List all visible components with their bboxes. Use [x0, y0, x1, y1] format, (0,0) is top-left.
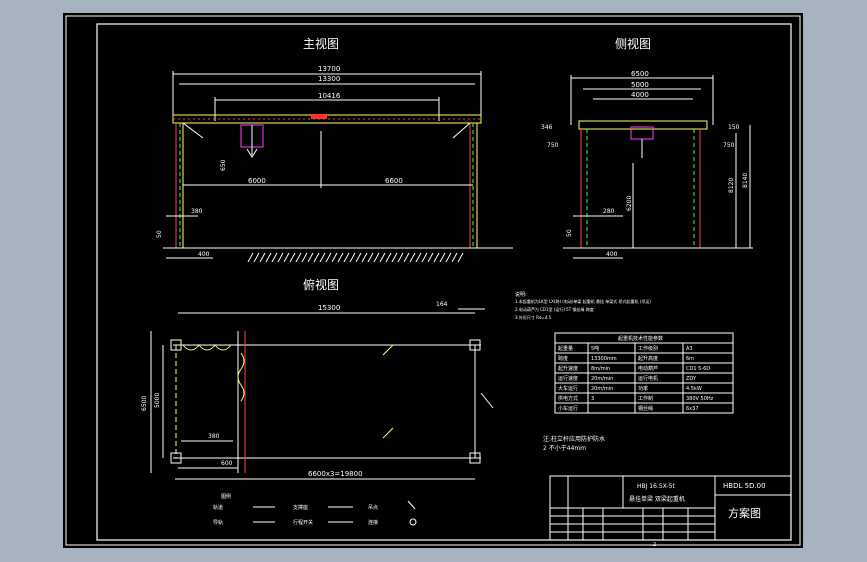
- spec-r2-c0: 起升速度: [558, 365, 578, 372]
- spec-r0-c1: 5吨: [591, 345, 599, 352]
- spec-r2-c2: 电动葫芦: [638, 365, 658, 372]
- notes: 说明: 1.本起重机为LK型 LX(跨) (电动)单梁 起重机 悬挂 单梁式 桥…: [515, 291, 651, 452]
- front-dim-bottom-offset: 380: [191, 208, 203, 215]
- spec-r4-c3: 4.5kW: [686, 386, 702, 392]
- side-dim-left-a: 346: [541, 124, 553, 131]
- top-dim-height-inner: 5000: [154, 393, 161, 408]
- spec-r5-c2: 工作制: [638, 395, 653, 402]
- top-dim-span: 15300: [318, 304, 340, 312]
- side-dim-height-b: 8120: [728, 178, 735, 193]
- cad-viewport[interactable]: 主视图 13700 13300 10416 650 6000: [63, 13, 803, 548]
- front-view: 13700 13300 10416 650 6000 6600 380 50: [156, 65, 513, 263]
- legend-item-0: 轨道: [213, 504, 223, 511]
- side-dim-top1: 6500: [631, 70, 649, 78]
- title-name-line1: HBJ 16.5X-5t: [637, 483, 675, 490]
- side-dim-small: 50: [566, 229, 573, 237]
- side-dim-lower-a: 280: [603, 208, 615, 215]
- side-dim-right-b: 750: [723, 142, 735, 149]
- side-dim-left-b: 750: [547, 142, 559, 149]
- top-view-title: 俯视图: [303, 277, 339, 292]
- notes-heading: 说明:: [515, 291, 527, 298]
- notes-line1: 1.本起重机为LK型 LX(跨) (电动)单梁 起重机 悬挂 单梁式 桥式起重机…: [515, 298, 651, 304]
- title-drawing-no: HBDL 5D.00: [723, 482, 766, 490]
- side-dim-height-a: 6200: [626, 196, 633, 211]
- legend-circle-icon: [409, 518, 417, 526]
- spec-r1-c3: 6m: [686, 356, 694, 362]
- title-block: HBJ 16.5X-5t 悬挂单梁 双梁起重机 HBDL 5D.00 方案图 2: [549, 475, 792, 548]
- spec-r1-c2: 起升高度: [638, 355, 658, 362]
- notes-line2: 2.电动葫芦为 CD1型 (运行) 5T 钢丝绳 跨度: [515, 306, 594, 312]
- side-dim-lower-b: 400: [606, 251, 618, 258]
- front-dim-left-vert: 50: [156, 230, 163, 238]
- spec-r6-c0: 小车运行: [558, 405, 578, 412]
- spec-r4-c2: 功率: [638, 385, 648, 392]
- spec-r5-c3: 380V 50Hz: [686, 396, 714, 402]
- title-name-line2: 悬挂单梁 双梁起重机: [629, 495, 685, 503]
- spec-r0-c3: A3: [686, 346, 693, 352]
- top-dim-right-offset: 164: [436, 301, 448, 308]
- front-dim-hook: 650: [220, 159, 227, 171]
- top-dim-bottom-a: 600: [221, 460, 233, 467]
- spec-table-header: 起重机技术性能参数: [618, 335, 663, 342]
- spec-r6-c3: 6x37: [686, 406, 699, 412]
- spec-r5-c1: 3: [591, 396, 594, 402]
- side-note: 注:柱立杆应用防护防水: [543, 435, 605, 443]
- front-dim-foot: 400: [198, 251, 210, 258]
- spec-r6-c2: 钢丝绳: [638, 405, 653, 412]
- legend-item-3: 行程开关: [293, 519, 313, 526]
- spec-r0-c0: 起重量: [558, 345, 573, 352]
- legend-item-1: 导轨: [213, 519, 223, 526]
- front-dim-right-span: 6600: [385, 177, 403, 185]
- spec-r0-c2: 工作级别: [638, 345, 658, 352]
- cad-drawing: 主视图 13700 13300 10416 650 6000: [65, 15, 801, 548]
- side-dim-right-a: 150: [728, 124, 740, 131]
- spec-r4-c0: 大车运行: [558, 385, 578, 392]
- legend-item-4: 吊点: [368, 505, 378, 511]
- title-doc-type: 方案图: [728, 506, 761, 520]
- spec-r2-c1: 8m/min: [591, 366, 610, 372]
- legend-heading: 图例: [221, 493, 231, 500]
- side-dim-height-c: 8140: [742, 173, 749, 188]
- top-dim-height-outer: 6500: [141, 396, 148, 411]
- front-dim-left-span: 6000: [248, 177, 266, 185]
- legend: 图例 轨道 导轨 支撑座 行程开关 吊点 连接: [213, 493, 417, 526]
- spec-r3-c3: ZDY: [686, 376, 697, 382]
- top-dim-bottom-total: 6600x3=19800: [308, 470, 363, 478]
- spec-r1-c0: 跨度: [558, 355, 568, 362]
- outer-frame: [65, 15, 801, 546]
- inner-frame: [96, 23, 792, 541]
- legend-item-5: 连接: [368, 519, 378, 526]
- spec-r1-c1: 13300mm: [591, 356, 617, 362]
- front-view-title: 主视图: [303, 36, 339, 51]
- title-sheet: 2: [653, 542, 656, 548]
- spec-table: 起重机技术性能参数 起重量 5吨 工作级别 A3 跨度 13300mm 起升高度…: [554, 332, 734, 414]
- spec-r2-c3: CD1 5-6D: [686, 366, 710, 372]
- legend-item-2: 支撑座: [293, 504, 308, 511]
- side-view-title: 侧视图: [615, 36, 651, 51]
- spec-r5-c0: 供电方式: [558, 395, 578, 402]
- notes-line3: 3.外形尺寸 Rd=4.5: [515, 314, 552, 320]
- side-dim-top3: 4000: [631, 91, 649, 99]
- spec-r3-c1: 20m/min: [591, 376, 613, 382]
- side-view: 6500 5000 4000 346 750 150 750 6200 8120…: [541, 70, 753, 259]
- front-dim-overall: 13700: [318, 65, 340, 73]
- top-view: 15300 164 6500 5000 380 600 6600x3=19800: [141, 301, 494, 480]
- spec-r3-c0: 运行速度: [558, 375, 578, 382]
- side-dim-top2: 5000: [631, 81, 649, 89]
- side-note2: 2 不小于44mm: [543, 444, 586, 452]
- spec-r4-c1: 20m/min: [591, 386, 613, 392]
- front-dim-inner: 13300: [318, 75, 340, 83]
- front-dim-mid: 10416: [318, 92, 341, 100]
- top-dim-left-gap: 380: [208, 433, 220, 440]
- spec-r3-c2: 运行电机: [638, 375, 658, 382]
